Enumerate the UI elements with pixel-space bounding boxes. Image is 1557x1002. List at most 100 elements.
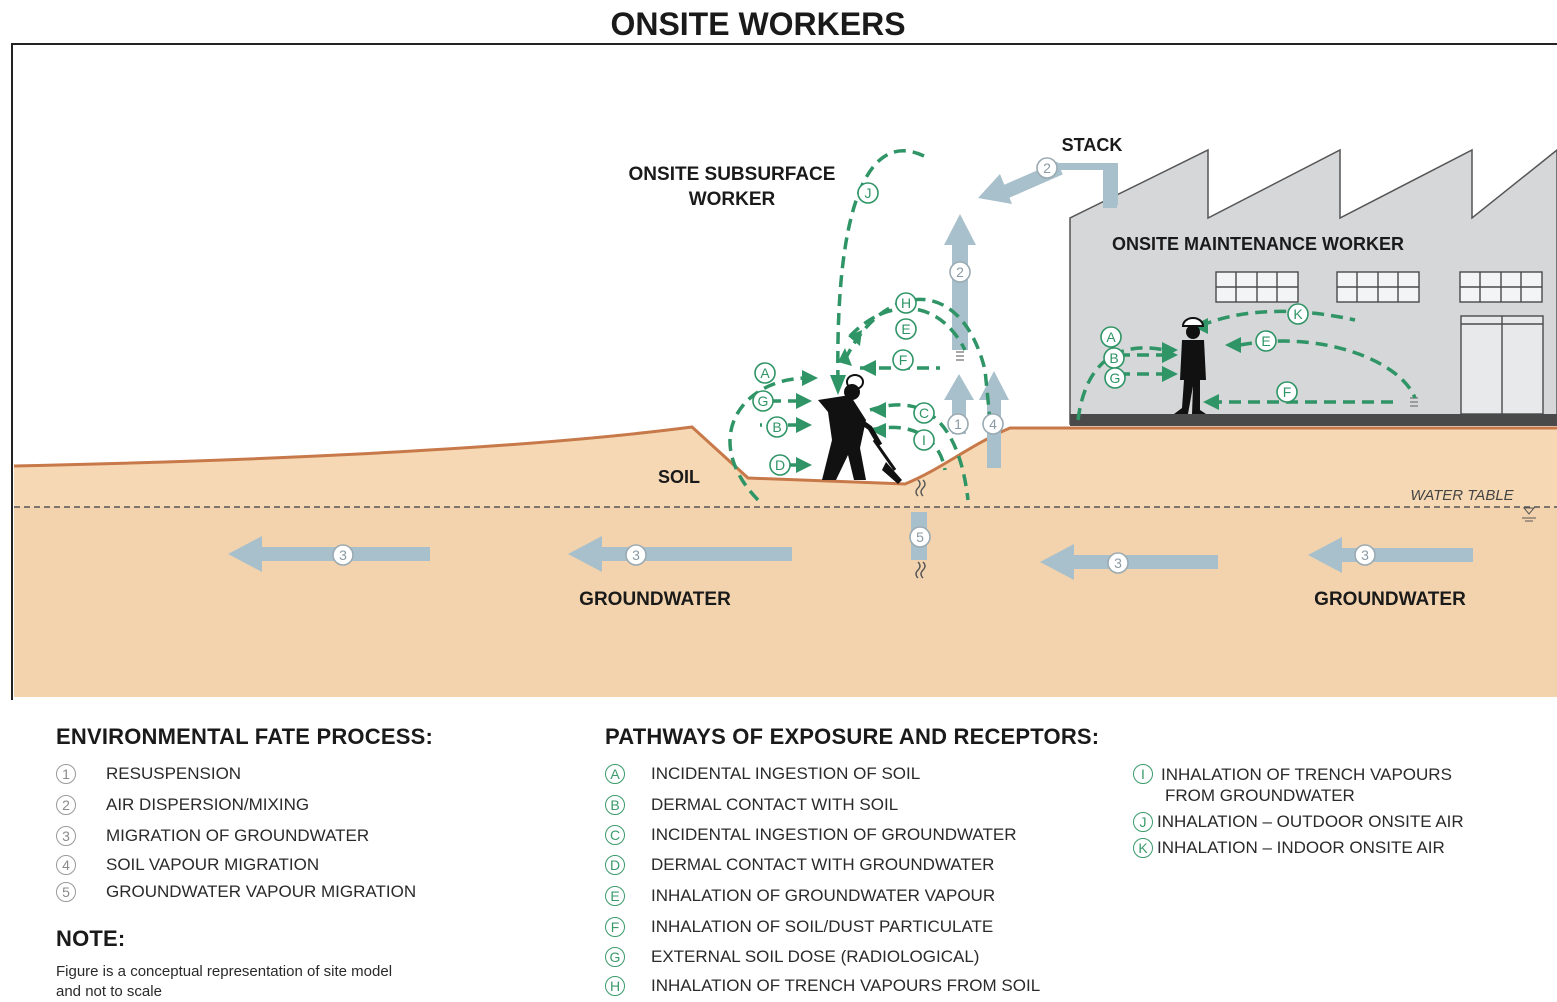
svg-text:G: G [758,393,769,409]
pathway-marker-d: D [769,454,791,476]
pathway-label-line2: FROM GROUNDWATER [1165,786,1355,805]
pathway-marker-b: B [766,416,788,438]
fate-legend: ENVIRONMENTAL FATE PROCESS: 1 RESUSPENSI… [56,724,556,1002]
pathway-badge: K [1133,838,1153,858]
note-title: NOTE: [56,926,126,951]
svg-text:3: 3 [339,547,347,563]
pathway-marker-h: H [895,292,917,314]
pathway-marker-g: G [752,390,774,412]
pathway-badge: J [1133,812,1153,832]
fate-badge: 4 [56,855,76,875]
pathway-badge: D [605,855,625,875]
svg-text:G: G [1110,370,1121,386]
pathway-label: INCIDENTAL INGESTION OF SOIL [651,764,921,783]
pathway-badge: C [605,825,625,845]
fate-badge: 2 [56,795,76,815]
pathway-marker-j: J [857,182,879,204]
pathways-legend-title: PATHWAYS OF EXPOSURE AND RECEPTORS: [605,724,1100,749]
pathway-label: INHALATION – INDOOR ONSITE AIR [1157,838,1445,857]
svg-text:3: 3 [1114,555,1122,571]
pathway-badge: H [605,976,625,996]
fate-marker-3-d: 3 [1354,544,1376,566]
stack-arrow-head [978,174,1012,204]
svg-text:2: 2 [956,264,964,280]
pathway-label: INHALATION – OUTDOOR ONSITE AIR [1157,812,1464,831]
ground-surface-line [13,425,1557,486]
label-groundwater-right: GROUNDWATER [1314,589,1466,610]
label-soil: SOIL [658,467,700,487]
svg-text:2: 2 [1043,160,1051,176]
pathway-badge: F [605,917,625,937]
pathway-legend-item: K INHALATION – INDOOR ONSITE AIR [1133,838,1533,864]
pathway-legend-item: F INHALATION OF SOIL/DUST PARTICULATE [605,917,1105,947]
label-subsurface-worker-2: WORKER [689,189,776,210]
pathway-legend-item: J INHALATION – OUTDOOR ONSITE AIR [1133,812,1533,838]
svg-text:1: 1 [954,416,962,432]
fate-legend-item: 4 SOIL VAPOUR MIGRATION [56,855,556,882]
svg-text:E: E [901,321,910,337]
building-door [1460,315,1544,415]
label-maintenance-worker: ONSITE MAINTENANCE WORKER [1112,234,1404,254]
pathways-legend: PATHWAYS OF EXPOSURE AND RECEPTORS: A IN… [605,724,1545,996]
pathway-legend-item: E INHALATION OF GROUNDWATER VAPOUR [605,886,1105,917]
stack-dispersion-arrow [1000,163,1118,205]
svg-text:C: C [919,405,929,421]
svg-text:5: 5 [916,529,924,545]
fate-legend-item: 3 MIGRATION OF GROUNDWATER [56,826,556,855]
fate-marker-3-c: 3 [1107,552,1129,574]
fate-legend-item: 2 AIR DISPERSION/MIXING [56,795,556,826]
pathway-dashed-lines [728,149,1417,502]
svg-text:3: 3 [1361,547,1369,563]
pathway-legend-item: H INHALATION OF TRENCH VAPOURS FROM SOIL [605,976,1105,1002]
fate-marker-4: 4 [982,413,1004,435]
pathway-legend-item: B DERMAL CONTACT WITH SOIL [605,795,1105,825]
fate-legend-title: ENVIRONMENTAL FATE PROCESS: [56,724,433,749]
fate-badge: 1 [56,764,76,784]
pathway-marker-a-building: A [1100,326,1122,348]
pathway-label: INHALATION OF GROUNDWATER VAPOUR [651,886,996,905]
svg-text:I: I [922,432,926,448]
pathway-badge: A [605,764,625,784]
fate-badge: 5 [56,882,76,902]
svg-text:J: J [865,185,872,201]
fate-label: RESUSPENSION [106,764,242,783]
pathway-legend-item: A INCIDENTAL INGESTION OF SOIL [605,764,1105,795]
fate-label: AIR DISPERSION/MIXING [106,795,310,814]
pathway-marker-f-building: F [1276,381,1298,403]
pathway-label: INCIDENTAL INGESTION OF GROUNDWATER [651,825,1017,844]
fate-label: SOIL VAPOUR MIGRATION [106,855,320,874]
scene-labels: ONSITE SUBSURFACE WORKER STACK ONSITE MA… [579,135,1466,610]
svg-text:H: H [901,295,911,311]
svg-text:F: F [1283,384,1292,400]
fate-legend-item: 5 GROUNDWATER VAPOUR MIGRATION [56,882,556,912]
fate-label: MIGRATION OF GROUNDWATER [106,826,370,845]
pathway-label: DERMAL CONTACT WITH SOIL [651,795,899,814]
pathway-badge: I [1133,764,1153,784]
building-windows [1215,271,1543,303]
label-groundwater-left: GROUNDWATER [579,589,731,610]
label-subsurface-worker-1: ONSITE SUBSURFACE [629,164,836,185]
svg-text:F: F [899,352,908,368]
svg-text:B: B [772,419,781,435]
svg-text:A: A [760,365,770,381]
label-water-table: WATER TABLE [1410,487,1514,504]
pathway-badge: G [605,947,625,967]
svg-text:B: B [1109,350,1118,366]
pathway-label-line1: INHALATION OF TRENCH VAPOURS [1161,765,1452,784]
note-line-1: Figure is a conceptual representation of… [56,963,393,980]
groundwater-migration-arrows [228,536,1473,580]
pathway-legend-item: G EXTERNAL SOIL DOSE (RADIOLOGICAL) [605,947,1105,976]
note-line-2: and not to scale [56,983,162,1000]
pathway-arrowheads [796,318,1241,473]
pathway-marker-f: F [892,349,914,371]
fate-marker-1: 1 [947,413,969,435]
pathway-marker-c: C [913,402,935,424]
pathway-marker-i: I [913,429,935,451]
stack-pipe [1103,168,1117,208]
svg-text:E: E [1261,333,1270,349]
svg-text:3: 3 [632,547,640,563]
subsurface-worker-figure [818,374,902,484]
fate-marker-5: 5 [909,526,931,548]
fate-marker-2: 2 [949,261,971,283]
pathway-marker-g-building: G [1104,367,1126,389]
